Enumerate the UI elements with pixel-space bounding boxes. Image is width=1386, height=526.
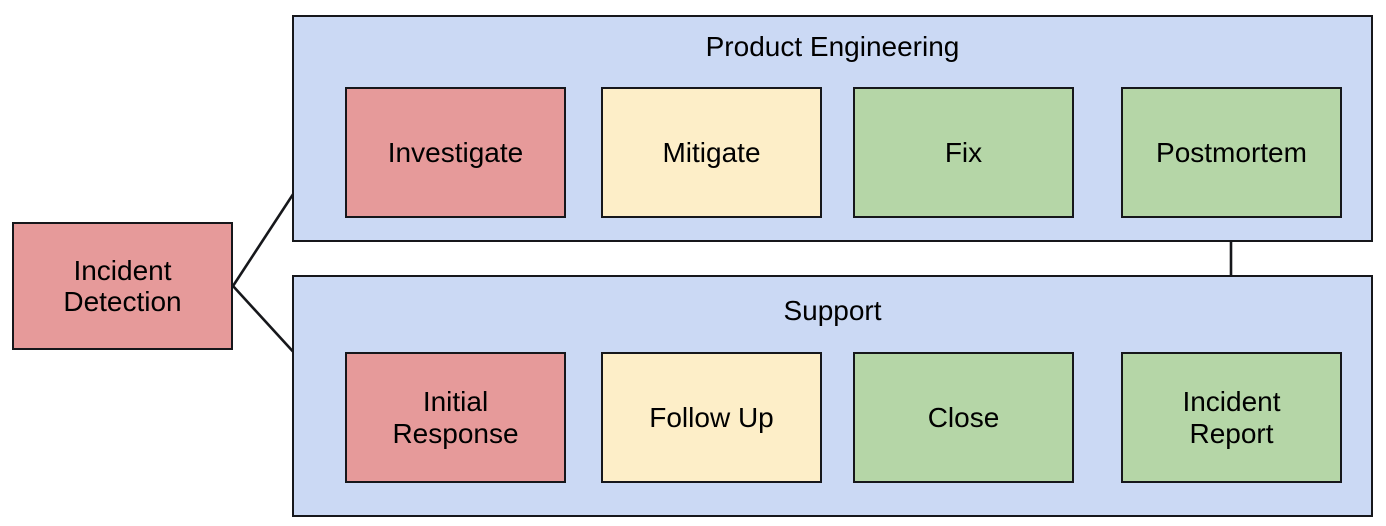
node-close[interactable]: Close (853, 352, 1074, 483)
node-initial-response[interactable]: Initial Response (345, 352, 566, 483)
node-investigate[interactable]: Investigate (345, 87, 566, 218)
node-incident-report[interactable]: Incident Report (1121, 352, 1342, 483)
node-follow-up[interactable]: Follow Up (601, 352, 822, 483)
swimlane-title-support: Support (783, 295, 882, 326)
node-postmortem[interactable]: Postmortem (1121, 87, 1342, 218)
node-incident-detection[interactable]: Incident Detection (12, 222, 233, 350)
node-fix[interactable]: Fix (853, 87, 1074, 218)
swimlane-title-product-engineering: Product Engineering (705, 31, 960, 62)
node-mitigate[interactable]: Mitigate (601, 87, 822, 218)
